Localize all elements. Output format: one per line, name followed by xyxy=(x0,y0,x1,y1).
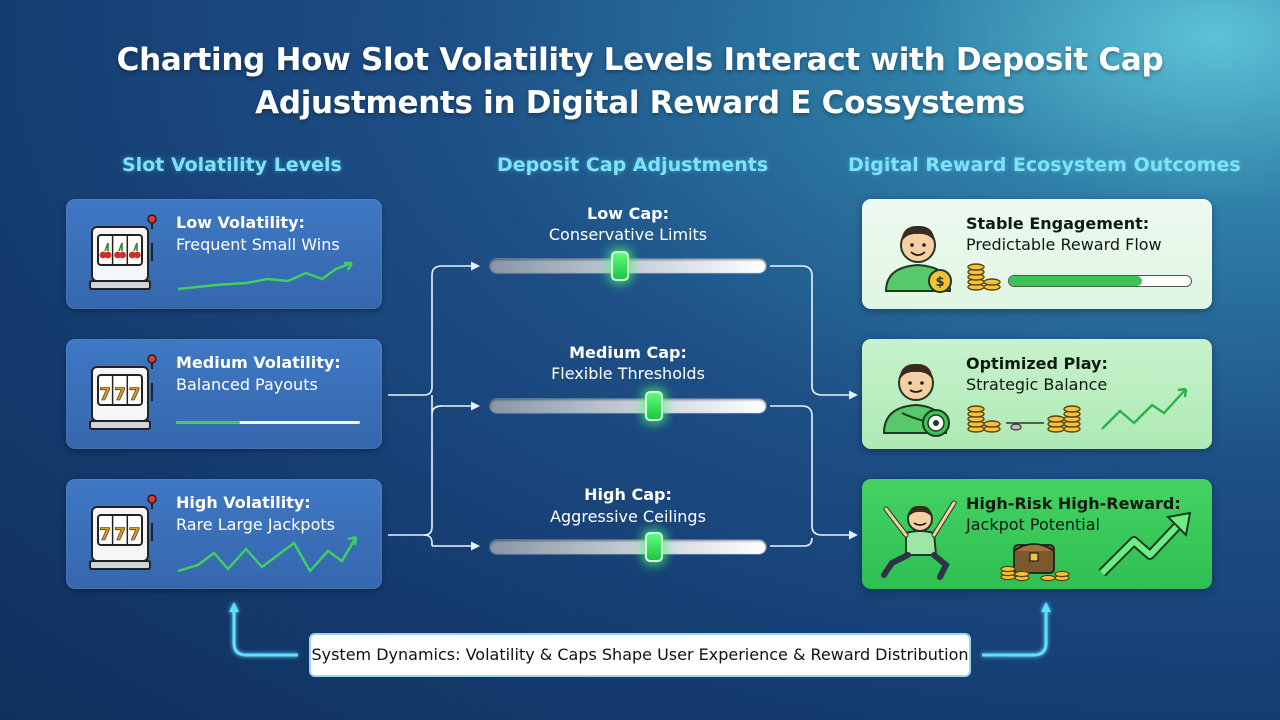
svg-text:$: $ xyxy=(935,275,944,290)
trend-bar-medium xyxy=(176,421,360,424)
connector-medium-vol xyxy=(388,261,480,396)
cap-low-subtitle: Conservative Limits xyxy=(548,225,708,244)
outcome-optimized-title: Optimized Play: xyxy=(966,354,1108,373)
outcome-highrisk-title: High-Risk High-Reward: xyxy=(966,494,1181,513)
jumping-user-icon xyxy=(881,500,957,580)
volatility-low-title: Low Volatility: xyxy=(176,213,305,232)
connector-medium-to-mid xyxy=(431,395,480,415)
cap-slider-low-knob[interactable] xyxy=(611,251,630,281)
cap-slider-high-track[interactable] xyxy=(490,532,766,562)
outcome-card-optimized: Optimized Play: Strategic Balance xyxy=(862,339,1212,449)
trend-arrow-up-icon xyxy=(1098,511,1192,577)
trend-line-low xyxy=(177,261,354,291)
connector-medcap-to-highrisk xyxy=(770,405,858,540)
outcome-card-highrisk: High-Risk High-Reward: Jackpot Potential xyxy=(862,479,1212,589)
volatility-medium-title: Medium Volatility: xyxy=(176,353,341,372)
connector-highcap-to-highrisk xyxy=(770,537,813,547)
volatility-low-subtitle: Frequent Small Wins xyxy=(176,235,340,254)
svg-text:7: 7 xyxy=(99,385,111,405)
svg-text:7: 7 xyxy=(114,525,126,545)
cap-slider-medium-track[interactable] xyxy=(490,391,766,421)
trend-bar-medium-fill xyxy=(176,421,241,424)
column-header-volatility: Slot Volatility Levels xyxy=(122,154,342,176)
trend-line-high xyxy=(177,535,358,574)
trend-line-optimized xyxy=(1101,387,1188,430)
svg-text:7: 7 xyxy=(129,525,141,545)
engagement-progress-fill xyxy=(1009,276,1142,286)
page-title-line-1: Charting How Slot Volatility Levels Inte… xyxy=(116,42,1164,78)
cap-slider-low-track[interactable] xyxy=(490,251,766,281)
volatility-card-high: 7 7 7 High Volatility: Rare Large Jackpo… xyxy=(66,479,382,589)
column-header-caps: Deposit Cap Adjustments xyxy=(497,154,769,176)
volatility-card-low: Low Volatility: Frequent Small Wins xyxy=(66,199,382,309)
feedback-arrow-left xyxy=(229,602,298,657)
cap-high-title: High Cap: xyxy=(584,485,672,504)
cap-low-title: Low Cap: xyxy=(587,204,669,223)
slot-machine-seven-icon: 7 7 7 xyxy=(89,354,157,430)
connector-high-bend xyxy=(423,534,433,546)
svg-text:7: 7 xyxy=(99,525,111,545)
volatility-high-subtitle: Rare Large Jackpots xyxy=(176,515,335,534)
connector-high-vol xyxy=(388,405,443,536)
outcome-stable-title: Stable Engagement: xyxy=(966,214,1150,233)
connector-lowcap-to-optimized xyxy=(770,265,858,400)
svg-text:7: 7 xyxy=(129,385,141,405)
user-chip-icon xyxy=(882,363,950,437)
svg-text:7: 7 xyxy=(114,385,126,405)
cap-medium-subtitle: Flexible Thresholds xyxy=(551,364,705,383)
feedback-arrow-right xyxy=(982,602,1051,657)
user-coin-icon: $ xyxy=(884,225,952,293)
system-dynamics-banner: System Dynamics: Volatility & Caps Shape… xyxy=(309,633,971,677)
outcome-card-stable: $ Stable Engagement: Predictable Reward … xyxy=(862,199,1212,309)
engagement-progress-bar xyxy=(1008,275,1192,287)
cap-slider-high-knob[interactable] xyxy=(644,532,663,562)
treasure-chest-icon xyxy=(1000,543,1070,582)
cap-high-subtitle: Aggressive Ceilings xyxy=(550,507,706,526)
page-title-line-2: Adjustments in Digital Reward E Cossyste… xyxy=(255,85,1025,121)
volatility-high-title: High Volatility: xyxy=(176,493,311,512)
cap-medium-title: Medium Cap: xyxy=(569,343,687,362)
volatility-medium-subtitle: Balanced Payouts xyxy=(176,375,318,394)
slot-machine-seven-icon: 7 7 7 xyxy=(89,494,157,570)
slot-machine-cherry-icon xyxy=(89,214,157,290)
column-header-outcomes: Digital Reward Ecosystem Outcomes xyxy=(848,154,1241,176)
coin-stack-icon xyxy=(967,263,1001,291)
outcome-stable-subtitle: Predictable Reward Flow xyxy=(966,235,1162,254)
balance-coins-icon xyxy=(967,405,1081,433)
outcome-optimized-subtitle: Strategic Balance xyxy=(966,375,1108,394)
volatility-card-medium: 7 7 7 Medium Volatility: Balanced Payout… xyxy=(66,339,382,449)
outcome-highrisk-subtitle: Jackpot Potential xyxy=(966,515,1100,534)
cap-slider-medium-knob[interactable] xyxy=(644,391,663,421)
